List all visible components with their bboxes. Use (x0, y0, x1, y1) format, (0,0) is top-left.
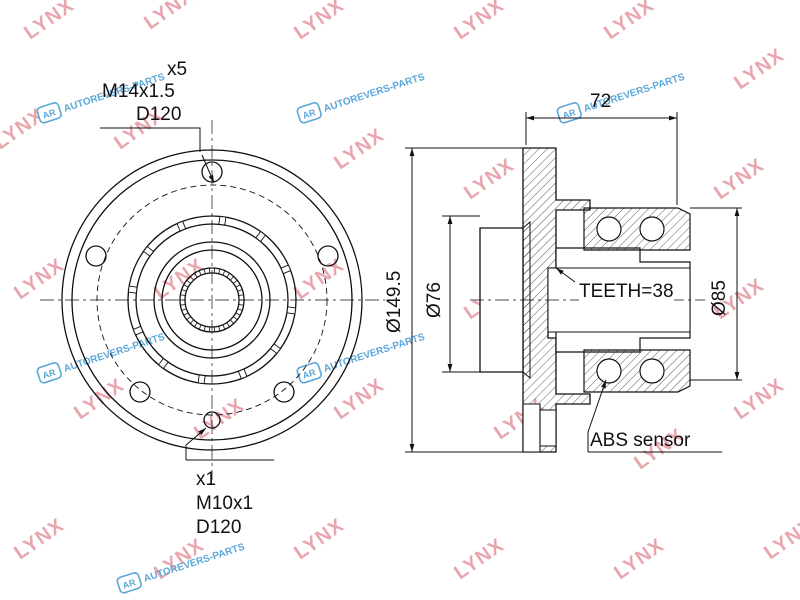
svg-text:AR: AR (41, 367, 57, 381)
spline-tooth (181, 289, 187, 292)
svg-text:AUTOREVERS-PARTS: AUTOREVERS-PARTS (322, 72, 426, 115)
front-view (40, 120, 385, 480)
brand-watermark-icon: LYNX (290, 514, 348, 564)
brand-watermark-icon: LYNX (140, 0, 198, 34)
boss-notch (269, 343, 282, 355)
spline-tooth (180, 294, 186, 296)
spline-tooth (235, 284, 241, 288)
svg-text:AR: AR (301, 367, 317, 381)
svg-text:AR: AR (301, 107, 317, 121)
front-leaders (100, 127, 274, 461)
brand-watermark-icon: LYNX (730, 374, 788, 424)
brand-watermark-icon: LYNX (610, 534, 668, 584)
spline-tooth (229, 276, 234, 281)
spline-tooth (233, 316, 238, 320)
spline-tooth (181, 308, 187, 311)
spline-tooth (190, 319, 195, 324)
brand-watermark-icon: LYNX (290, 0, 348, 44)
boss-notch (286, 306, 297, 315)
brand-watermark-icon: LYNX (450, 0, 508, 44)
spline-tooth (183, 284, 189, 288)
boss-notch (237, 368, 248, 380)
bolt-count-label: x5 (167, 59, 188, 80)
brand-watermark-icon: LYNX (330, 124, 388, 174)
spline-tooth (233, 280, 238, 284)
spline-tooth (198, 324, 202, 330)
spline-tooth (237, 289, 243, 292)
dim-width-label: 72 (590, 91, 612, 112)
spline-tooth (186, 316, 191, 320)
spline-tooth (238, 294, 244, 296)
brand-watermark-icon: LYNX (710, 154, 768, 204)
abs-sensor-label: ABS sensor (590, 430, 691, 451)
boss-notch (176, 220, 187, 232)
spline-tooth (229, 319, 234, 324)
spline-tooth (203, 326, 206, 332)
screw-thread-label: M10x1 (196, 493, 254, 514)
spline-tooth (218, 268, 221, 274)
dim-pilot-diameter: Ø76 (424, 282, 445, 318)
boss-notch (157, 357, 169, 370)
spline-tooth (186, 280, 191, 284)
spline-tooth (203, 268, 206, 274)
brand-watermark-icon: LYNX (10, 514, 68, 564)
spline-tooth (218, 326, 221, 332)
spline-tooth (222, 270, 226, 276)
brand-watermark-icon: LYNX (10, 254, 68, 304)
screw-pcd-label: D120 (196, 517, 242, 538)
spline-tooth (238, 304, 244, 306)
brand-watermark-icon: LYNX (330, 374, 388, 424)
brand-watermark-icon: LYNX (760, 514, 800, 564)
brand-watermark-icon: LYNX (20, 0, 78, 44)
boss-notch (255, 230, 267, 243)
brand-watermark-icon: LYNX (460, 154, 518, 204)
boss-notch (280, 264, 292, 275)
boss-notch (142, 245, 155, 257)
dim-bearing-diameter: Ø85 (709, 280, 730, 316)
spline-tooth (198, 270, 202, 276)
site-watermark-icon: AR AUTOREVERS-PARTS (296, 332, 427, 384)
brand-watermark-icon: LYNX (730, 44, 788, 94)
svg-text:AR: AR (41, 107, 57, 121)
svg-text:AUTOREVERS-PARTS: AUTOREVERS-PARTS (322, 332, 426, 375)
brand-watermark-icon: LYNX (600, 0, 658, 44)
spline-tooth (237, 308, 243, 311)
site-watermark-icon: AR AUTOREVERS-PARTS (296, 72, 427, 124)
spline-tooth (226, 272, 230, 278)
boss-notch (132, 325, 144, 336)
spline-tooth (180, 304, 186, 306)
spline-tooth (194, 272, 198, 278)
section-dimensions (405, 112, 742, 453)
spline-tooth (226, 322, 230, 328)
dim-flange-diameter: Ø149.5 (384, 271, 405, 333)
spline-tooth (194, 322, 198, 328)
bolt-thread-label: M14x1.5 (102, 81, 175, 102)
svg-text:AR: AR (121, 577, 137, 591)
brand-watermark-icon: LYNX (450, 534, 508, 584)
screw-count-label: x1 (196, 469, 217, 490)
bolt-pcd-label: D120 (136, 104, 182, 125)
boss-notch (197, 374, 206, 385)
boss-notch (127, 285, 138, 294)
spline-tooth (222, 324, 226, 330)
teeth-label: TEETH=38 (579, 280, 674, 304)
spline-tooth (190, 276, 195, 281)
spline-tooth (183, 312, 189, 316)
boss-notch (218, 215, 227, 226)
spline-tooth (235, 312, 241, 316)
